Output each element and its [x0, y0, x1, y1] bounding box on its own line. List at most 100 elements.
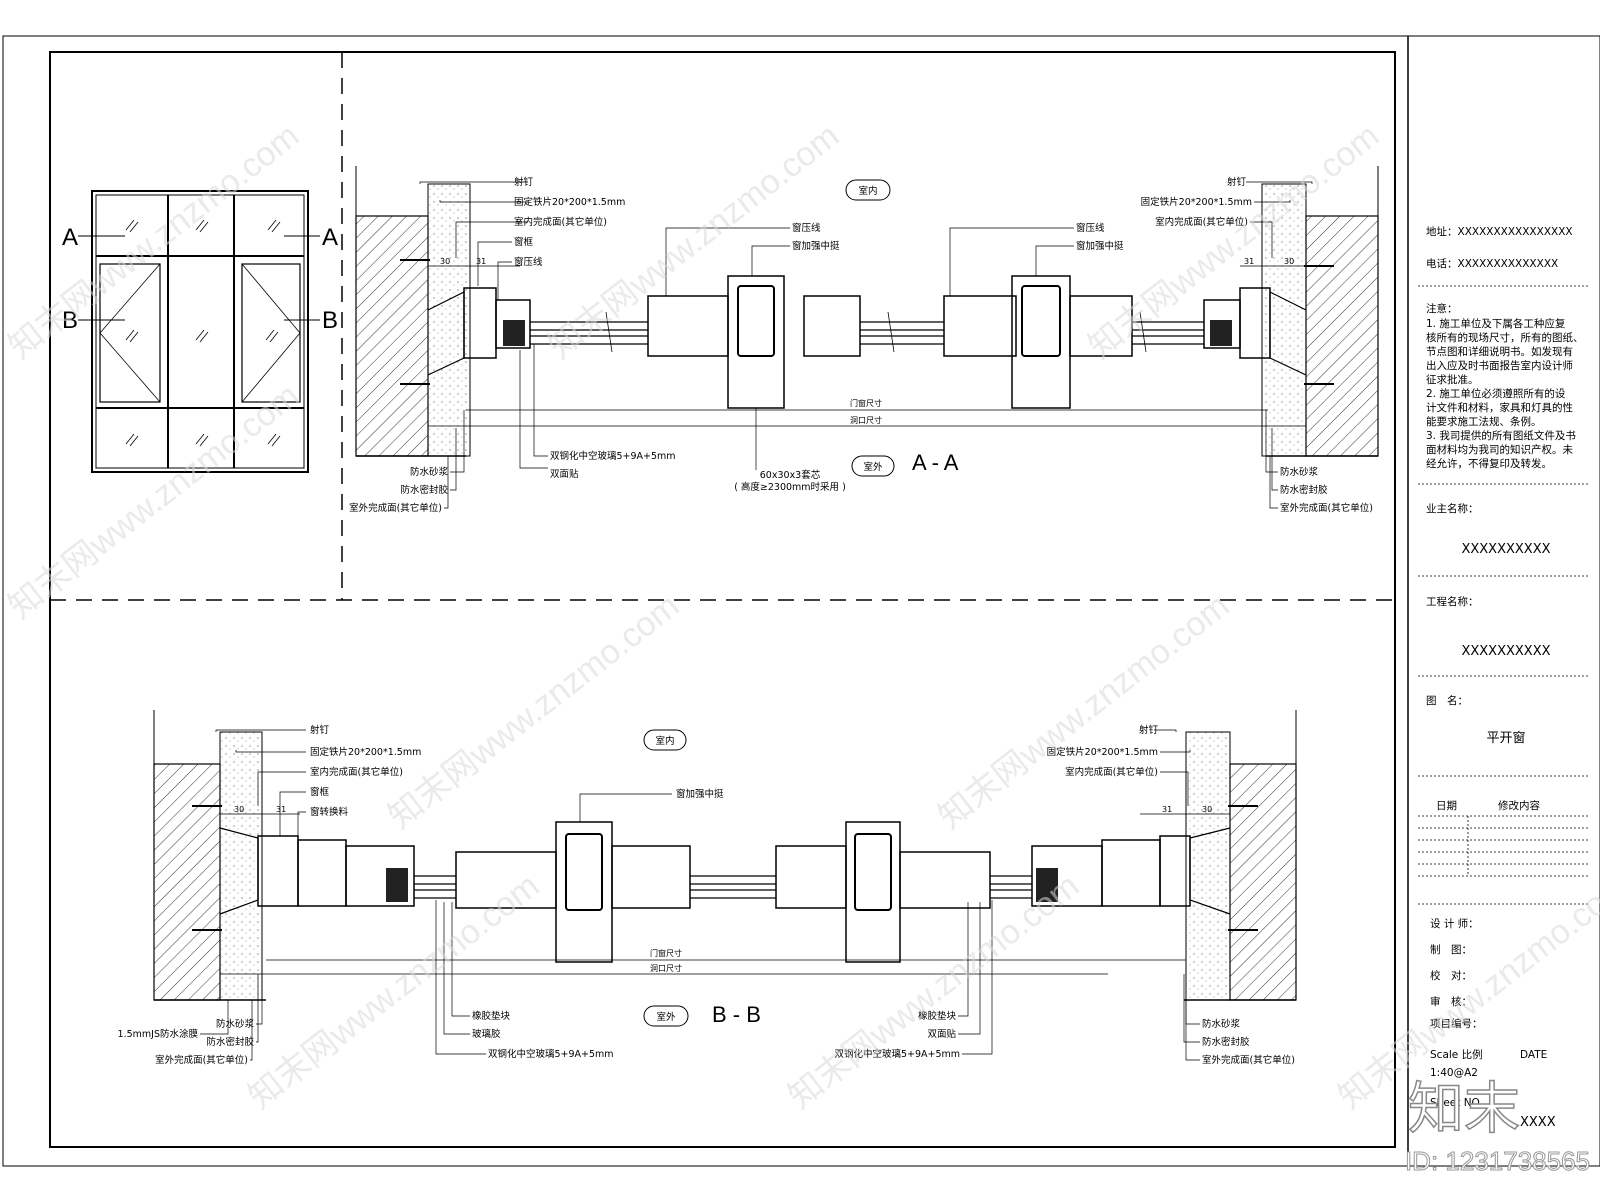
tb-scale-value: 1:40@A2	[1430, 1067, 1478, 1079]
watermark-text: 知末网www.znzmo.com	[782, 867, 1087, 1117]
bb-bottom-left-label-1: 防水砂浆	[216, 1018, 255, 1030]
elevation-label-a-left: A	[62, 224, 78, 251]
aa-dim-31-right: 31	[1244, 257, 1254, 266]
section-bb-drawing	[153, 710, 1297, 1061]
bb-mid-bottom-right-1: 橡胶垫块	[918, 1010, 957, 1022]
aa-left-label-2: 固定铁片20*200*1.5mm	[514, 196, 625, 208]
image-id-text: ID: 1231738565	[1405, 1146, 1590, 1176]
tb-owner-label: 业主名称：	[1426, 502, 1479, 515]
tb-note-line: 征求批准。	[1426, 373, 1479, 386]
tb-owner-value: XXXXXXXXXX	[1461, 542, 1550, 557]
tb-phone: 电话：XXXXXXXXXXXXXX	[1426, 257, 1558, 270]
bb-section-title: B - B	[712, 1002, 761, 1027]
watermark-text: 知末网www.znzmo.com	[2, 117, 307, 367]
aa-bottom-right-label-3: 室外完成面(其它单位)	[1280, 502, 1373, 514]
aa-mid2-label-1: 窗压线	[1076, 222, 1105, 234]
tb-revision-label: 修改内容	[1498, 799, 1540, 812]
bb-left-label-5: 窗转换料	[310, 806, 349, 818]
aa-dim-30-left: 30	[440, 257, 450, 266]
bb-mid-bottom-left-3: 双钢化中空玻璃5+9A+5mm	[488, 1048, 614, 1060]
aa-right-label-1: 射钉	[1227, 176, 1247, 188]
aa-indoor-label: 室内	[858, 185, 877, 197]
bb-mid-bottom-left-2: 玻璃胶	[472, 1028, 501, 1040]
bb-dim-30-left: 30	[234, 805, 244, 814]
aa-outdoor-label: 室外	[863, 461, 883, 473]
bb-mid-bottom-right-3: 双钢化中空玻璃5+9A+5mm	[834, 1048, 960, 1060]
bb-bottom-right-label-3: 室外完成面(其它单位)	[1202, 1054, 1295, 1066]
bb-bottom-right-label-2: 防水密封胶	[1202, 1036, 1250, 1048]
tb-note-line: 面材料均为我司的知识产权。未	[1426, 443, 1573, 456]
tb-address: 地址：XXXXXXXXXXXXXXXX	[1426, 225, 1573, 238]
aa-mid-label-2: 窗加强中挺	[792, 240, 840, 252]
watermark-text: 知末网www.znzmo.com	[382, 587, 687, 837]
tb-note-line: 经允许，不得复印及转发。	[1426, 457, 1552, 470]
aa-right-label-2: 固定铁片20*200*1.5mm	[1141, 196, 1252, 208]
bb-right-label-2: 固定铁片20*200*1.5mm	[1047, 746, 1158, 758]
bb-dim-window: 门窗尺寸	[650, 948, 682, 958]
elevation-label-a-right: A	[322, 224, 338, 251]
bb-bottom-left-label-2: 防水密封胶	[206, 1036, 254, 1048]
bb-js-membrane: 1.5mmJS防水涂膜	[118, 1028, 199, 1040]
tb-date-en: DATE	[1520, 1049, 1547, 1061]
tb-reviewer: 审 核：	[1430, 995, 1472, 1008]
tb-drawing-label: 图 名：	[1426, 694, 1468, 707]
aa-glass-label: 双钢化中空玻璃5+9A+5mm	[550, 450, 676, 462]
bb-dim-31-right: 31	[1162, 805, 1172, 814]
bb-left-label-1: 射钉	[310, 724, 330, 736]
tb-note-line: 1. 施工单位及下属各工种应复	[1426, 317, 1566, 330]
aa-dim-opening: 洞口尺寸	[850, 415, 882, 425]
aa-left-label-1: 射钉	[514, 176, 534, 188]
bb-dim-opening: 洞口尺寸	[650, 963, 682, 973]
bb-indoor-label: 室内	[655, 735, 674, 747]
aa-bottom-right-label-1: 防水砂浆	[1280, 466, 1319, 478]
aa-dim-30-right: 30	[1284, 257, 1294, 266]
bb-mid-bottom-right-2: 双面贴	[927, 1028, 956, 1040]
tb-checker: 校 对：	[1430, 969, 1472, 982]
bb-outdoor-label: 室外	[656, 1011, 676, 1023]
bb-left-label-2: 固定铁片20*200*1.5mm	[310, 746, 421, 758]
watermark-text: 知末网www.znzmo.com	[242, 867, 547, 1117]
aa-left-label-4: 窗框	[514, 236, 534, 248]
bb-mid-bottom-left-1: 橡胶垫块	[472, 1010, 511, 1022]
tb-project-no: 项目编号：	[1430, 1017, 1483, 1030]
elevation-label-b-left: B	[62, 307, 78, 334]
elevation-label-b-right: B	[322, 307, 338, 334]
bb-bottom-right-label-1: 防水砂浆	[1202, 1018, 1241, 1030]
title-block-lines	[1418, 285, 1590, 905]
bb-mid-label: 窗加强中挺	[676, 788, 724, 800]
aa-right-label-3: 室内完成面(其它单位)	[1155, 216, 1248, 228]
aa-bottom-left-label-3: 室外完成面(其它单位)	[349, 502, 442, 514]
section-aa-drawing	[355, 166, 1379, 509]
brand-logo-text: 知末	[1408, 1077, 1520, 1140]
bb-right-label-3: 室内完成面(其它单位)	[1065, 766, 1158, 778]
tb-designer: 设 计 师：	[1430, 917, 1479, 930]
bb-right-label-1: 射钉	[1139, 724, 1159, 736]
tb-date-label: 日期	[1436, 800, 1457, 812]
aa-bottom-left-label-2: 防水密封胶	[400, 484, 448, 496]
tb-note-line: 计文件和材料，家具和灯具的性	[1426, 401, 1573, 414]
aa-left-label-3: 室内完成面(其它单位)	[514, 216, 607, 228]
bb-left-label-3: 室内完成面(其它单位)	[310, 766, 403, 778]
aa-section-title: A - A	[912, 450, 959, 475]
aa-bottom-left-label-1: 防水砂浆	[410, 466, 449, 478]
tb-note-line: 3. 我司提供的所有图纸文件及书	[1426, 429, 1576, 442]
tb-note-line: 2. 施工单位必须遵照所有的设	[1426, 387, 1566, 400]
tb-scale-label: Scale 比例	[1430, 1048, 1483, 1061]
aa-core-label: 60x30x3套芯	[760, 469, 821, 481]
tb-note-line: 核所有的现场尺寸，所有的图纸、	[1426, 331, 1584, 344]
aa-core-note: ( 高度≥2300mm时采用 )	[734, 481, 846, 493]
tb-sheet-no: Sheet NO.	[1430, 1097, 1483, 1109]
window-elevation	[78, 190, 320, 473]
bb-bottom-left-label-3: 室外完成面(其它单位)	[155, 1054, 248, 1066]
tb-note-line: 能要求施工法规、条例。	[1426, 415, 1542, 428]
tb-drawing-value: 平开窗	[1486, 730, 1525, 746]
tb-project-label: 工程名称：	[1426, 595, 1479, 608]
aa-tape-label: 双面贴	[550, 468, 579, 480]
bb-left-label-4: 窗框	[310, 786, 330, 798]
aa-mid-label-1: 窗压线	[792, 222, 821, 234]
watermark-text: 知末网www.znzmo.com	[2, 377, 307, 627]
tb-drafter: 制 图：	[1430, 943, 1472, 956]
tb-note-line: 节点图和详细说明书。如发现有	[1426, 345, 1573, 358]
bb-dim-30-right: 30	[1202, 805, 1212, 814]
